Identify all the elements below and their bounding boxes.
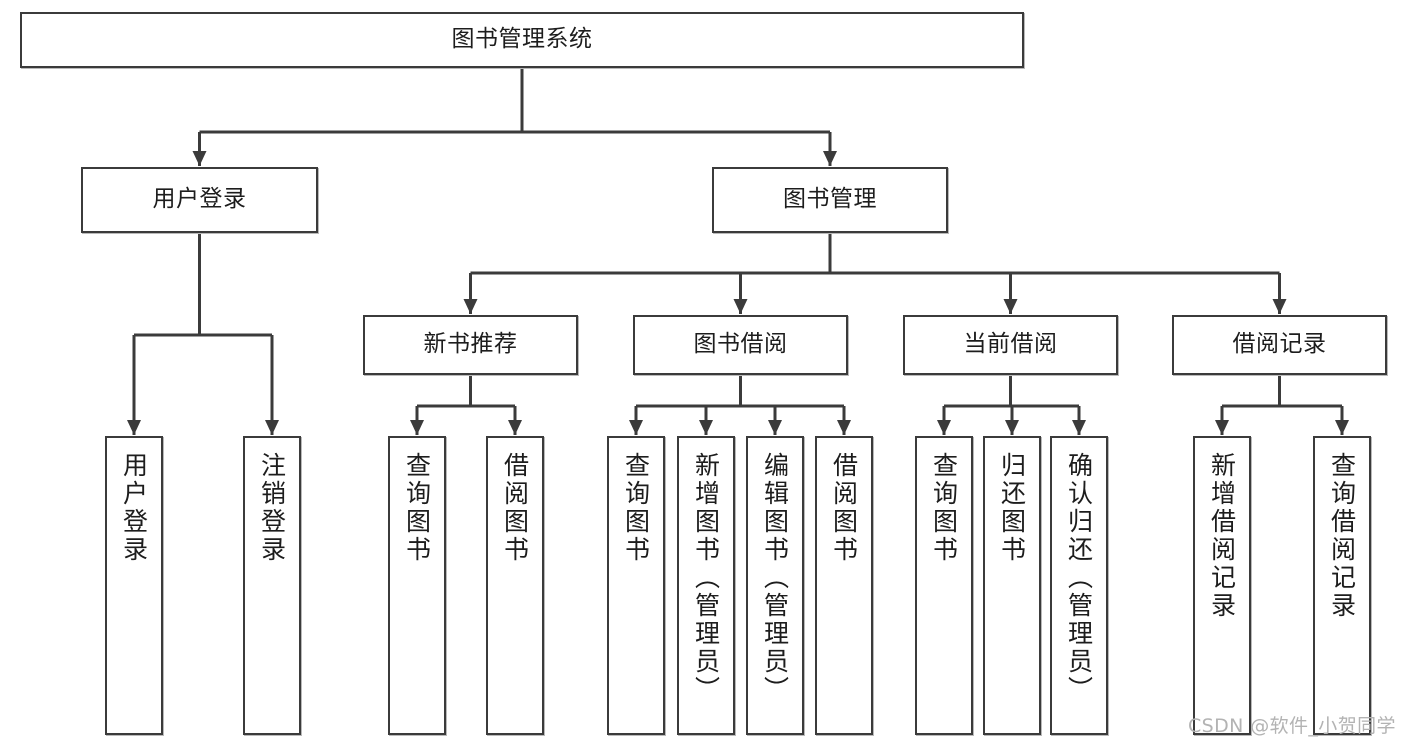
node-leaf-rc-2[interactable]: 查询借阅记录 <box>1313 436 1371 735</box>
arrow-head-icon <box>463 299 478 314</box>
node-leaf-br-4[interactable]: 借阅图书 <box>815 436 873 735</box>
node-label: 用户登录 <box>119 452 149 564</box>
arrow-head-icon <box>410 420 424 435</box>
arrow-head-icon <box>265 420 279 435</box>
arrow-head-icon <box>508 420 522 435</box>
node-current[interactable]: 当前借阅 <box>903 315 1118 375</box>
node-label: 借阅图书 <box>500 452 530 564</box>
node-borrow[interactable]: 图书借阅 <box>633 315 848 375</box>
node-label: 借阅图书 <box>829 452 859 564</box>
node-leaf-login[interactable]: 用户登录 <box>105 436 163 735</box>
node-label: 编辑图书（管理员） <box>760 452 790 704</box>
arrow-head-icon <box>192 151 207 166</box>
node-label: 图书借阅 <box>693 331 788 358</box>
arrow-head-icon <box>733 299 748 314</box>
arrow-head-icon <box>937 420 951 435</box>
arrow-head-icon <box>823 151 837 166</box>
node-leaf-br-2[interactable]: 新增图书（管理员） <box>677 436 735 735</box>
arrow-head-icon <box>1072 420 1086 435</box>
node-bookmgmt[interactable]: 图书管理 <box>712 167 948 233</box>
node-label: 查询借阅记录 <box>1327 452 1357 620</box>
node-label: 借阅记录 <box>1232 331 1327 358</box>
node-leaf-nb-2[interactable]: 借阅图书 <box>486 436 544 735</box>
node-label: 当前借阅 <box>963 331 1058 358</box>
node-label: 新增借阅记录 <box>1207 452 1237 620</box>
node-leaf-cb-2[interactable]: 归还图书 <box>983 436 1041 735</box>
node-label: 查询图书 <box>621 452 651 564</box>
watermark-text: CSDN @软件_小贺同学 <box>1188 715 1396 737</box>
arrow-head-icon <box>768 420 782 435</box>
node-login[interactable]: 用户登录 <box>81 167 318 233</box>
node-label: 图书管理系统 <box>451 26 593 53</box>
arrow-head-icon <box>1335 420 1349 435</box>
node-label: 查询图书 <box>402 452 432 564</box>
arrow-head-icon <box>629 420 643 435</box>
node-label: 图书管理 <box>783 186 877 213</box>
arrow-head-icon <box>127 420 141 435</box>
arrow-head-icon <box>1215 420 1229 435</box>
node-leaf-cb-3[interactable]: 确认归还（管理员） <box>1050 436 1108 735</box>
node-leaf-rc-1[interactable]: 新增借阅记录 <box>1193 436 1251 735</box>
node-leaf-br-1[interactable]: 查询图书 <box>607 436 665 735</box>
node-leaf-br-3[interactable]: 编辑图书（管理员） <box>746 436 804 735</box>
node-label: 注销登录 <box>257 452 287 564</box>
node-leaf-nb-1[interactable]: 查询图书 <box>388 436 446 735</box>
arrow-head-icon <box>699 420 713 435</box>
node-newbook[interactable]: 新书推荐 <box>363 315 578 375</box>
node-label: 新增图书（管理员） <box>691 452 721 704</box>
node-root[interactable]: 图书管理系统 <box>20 12 1024 68</box>
node-leaf-logout[interactable]: 注销登录 <box>243 436 301 735</box>
node-label: 确认归还（管理员） <box>1064 452 1094 704</box>
arrow-head-icon <box>1272 299 1287 314</box>
arrow-head-icon <box>837 420 851 435</box>
node-records[interactable]: 借阅记录 <box>1172 315 1387 375</box>
arrow-head-icon <box>1003 299 1018 314</box>
arrow-head-icon <box>1005 420 1019 435</box>
node-label: 新书推荐 <box>423 331 518 358</box>
node-label: 查询图书 <box>929 452 959 564</box>
node-label: 归还图书 <box>997 452 1027 564</box>
node-leaf-cb-1[interactable]: 查询图书 <box>915 436 973 735</box>
node-label: 用户登录 <box>152 186 247 213</box>
